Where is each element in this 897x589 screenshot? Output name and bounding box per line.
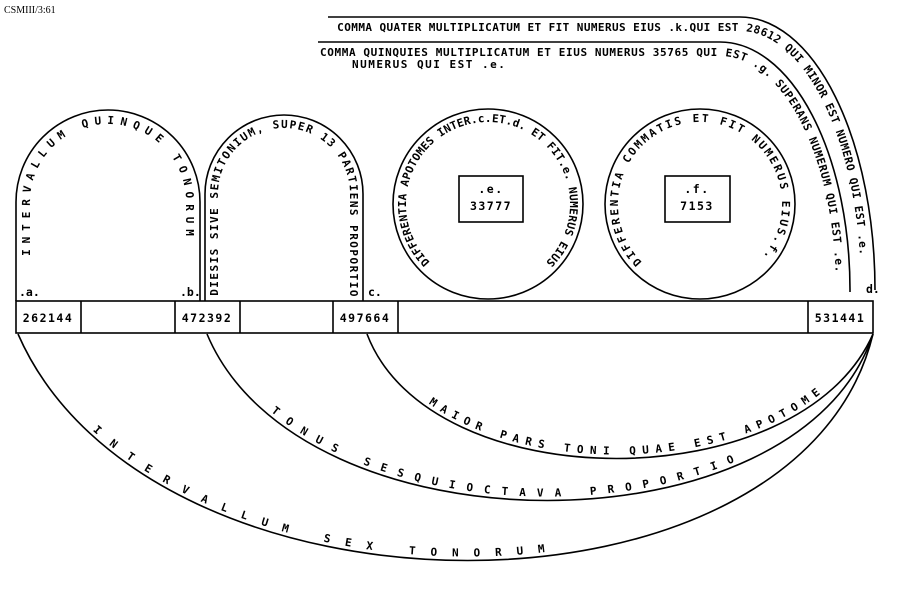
arch-b-c [204, 114, 364, 301]
number-bar [15, 300, 874, 334]
bar-dividers [80, 301, 809, 333]
inner-arc-text-line2: NUMERUS QUI EST .e. [352, 58, 506, 71]
inner-comma-arc [318, 41, 851, 293]
arch-a-b-text: INTERVALLUM QUINQUE TONORUM [20, 114, 196, 256]
box-f [664, 175, 731, 223]
bar-value-d: 531441 [815, 311, 866, 325]
bar-value-b: 472392 [182, 311, 233, 325]
point-a: .a. [19, 285, 40, 299]
arc-maior-pars [366, 333, 874, 460]
outer-comma-arc [328, 16, 876, 291]
reference-label: CSMIII/3:61 [4, 5, 56, 16]
box-e-value: 33777 [470, 199, 512, 213]
bar-value-c: 497664 [340, 311, 391, 325]
point-c: c. [368, 285, 382, 299]
box-e-label: .e. [478, 182, 503, 196]
circle-e [392, 108, 584, 300]
arch-a-b [15, 109, 201, 301]
box-f-value: 7153 [680, 199, 714, 213]
circle-f [604, 108, 796, 300]
bar-value-a: 262144 [23, 311, 74, 325]
arc-sex-tonorum [17, 333, 874, 562]
point-d: d. [866, 282, 880, 296]
arc-maior-pars-text: MAIOR PARS TONI QUAE EST APOTOME [427, 382, 828, 458]
box-f-label: .f. [684, 182, 709, 196]
box-e [458, 175, 524, 223]
arch-b-c-text: DIESIS SIVE SEMITONIUM, SUPER 13 PARTIEN… [208, 118, 360, 298]
point-b: .b. [180, 285, 201, 299]
